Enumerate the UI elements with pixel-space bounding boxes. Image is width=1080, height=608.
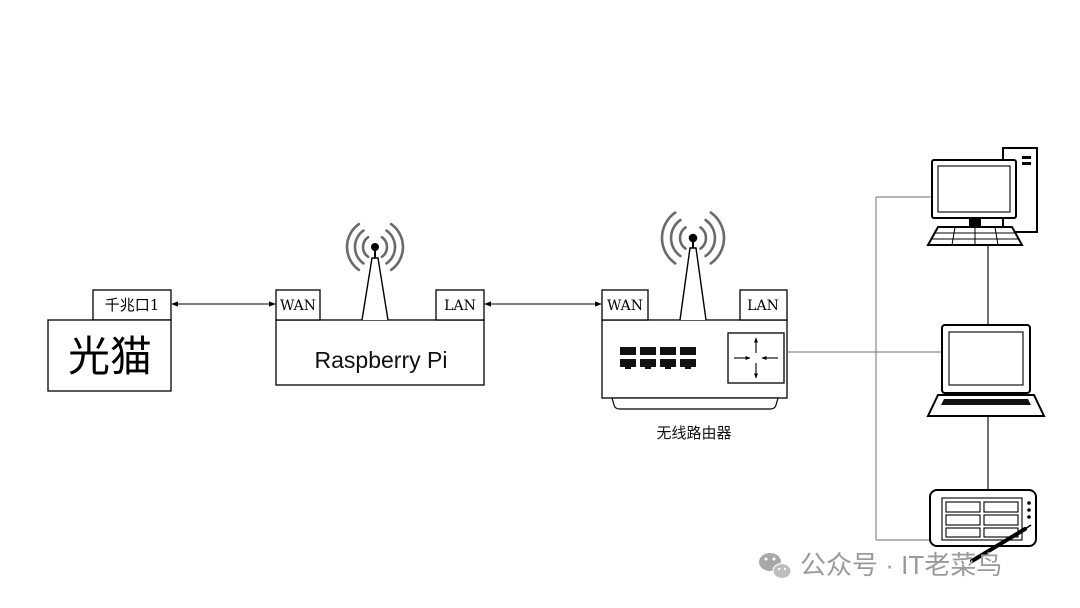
- port-block: [660, 359, 676, 367]
- port-block: [640, 359, 656, 367]
- antenna-tip: [688, 233, 698, 243]
- antenna-icon: [660, 211, 726, 321]
- wireless-router: WAN LAN: [601, 211, 788, 442]
- port-notch: [625, 365, 631, 369]
- tablet-dot: [1027, 501, 1031, 505]
- pi-label: Raspberry Pi: [315, 347, 448, 373]
- signal-arc: [389, 222, 405, 272]
- router-label: 无线路由器: [656, 425, 731, 442]
- tablet-icon: [929, 489, 1037, 563]
- wechat-icon: [759, 553, 792, 580]
- modem-box: [47, 319, 172, 392]
- wechat-bubble-small: [772, 562, 792, 580]
- router-lan-port-box: [739, 289, 788, 321]
- router-wan-port-box: [601, 289, 649, 321]
- monitor-neck: [969, 218, 981, 226]
- watermark: 公众号 · IT老菜鸟: [759, 550, 1002, 580]
- pi-lan-label: LAN: [444, 298, 476, 314]
- keyboard-key: [994, 226, 999, 246]
- tower-slot: [1022, 156, 1031, 159]
- port-block: [660, 347, 676, 355]
- pi-wan-label: WAN: [280, 298, 316, 314]
- wechat-eye: [772, 557, 776, 561]
- tablet-tile: [983, 501, 1019, 513]
- signal-arc: [380, 235, 389, 259]
- port-notch: [665, 365, 671, 369]
- tower-slot: [1022, 162, 1031, 165]
- signal-arc: [678, 226, 687, 250]
- laptop-icon: [926, 324, 1046, 417]
- router-stand: [611, 397, 779, 410]
- monitor-screen: [937, 165, 1011, 213]
- switch-arrows-icon: [727, 332, 785, 384]
- signal-arc: [699, 226, 708, 250]
- keyboard-key: [951, 226, 956, 246]
- pi-wan-port-box: [275, 289, 321, 321]
- tablet-dot: [1027, 508, 1031, 512]
- signal-arc: [353, 229, 365, 265]
- stylus-tip: [1024, 524, 1032, 530]
- watermark-text: 公众号 · IT老菜鸟: [800, 550, 1002, 580]
- modem-label: 光猫: [68, 332, 152, 381]
- modem-port-label: 千兆口1: [105, 296, 160, 314]
- laptop-keyboard: [941, 399, 1031, 405]
- client-links: [787, 196, 989, 541]
- antenna-tip: [371, 243, 379, 251]
- desktop-computer-icon: [926, 147, 1038, 246]
- wechat-eye: [764, 557, 768, 561]
- optical-modem: 千兆口1 光猫: [47, 289, 172, 392]
- port-block: [640, 347, 656, 355]
- signal-arc: [669, 218, 682, 258]
- port-block: [680, 347, 696, 355]
- antenna-icon: [345, 222, 405, 321]
- ethernet-ports-icon: [620, 347, 696, 369]
- pi-box: [275, 319, 485, 386]
- signal-arc: [709, 211, 726, 265]
- tablet-dot: [1027, 515, 1031, 519]
- signal-arc: [385, 229, 397, 265]
- laptop-base: [926, 394, 1046, 417]
- raspberry-pi: WAN LAN Raspberry Pi: [275, 222, 485, 386]
- modem-port-box: [92, 289, 172, 321]
- tablet-tile: [945, 501, 981, 513]
- tablet-tile: [983, 514, 1019, 526]
- signal-arc: [361, 235, 370, 259]
- tablet-tile: [945, 514, 981, 526]
- laptop-screen: [948, 331, 1024, 386]
- signal-arc: [704, 218, 717, 258]
- port-block: [620, 359, 636, 367]
- port-notch: [685, 365, 691, 369]
- signal-arc: [345, 222, 361, 272]
- wechat-eye: [783, 567, 787, 571]
- wechat-eye: [777, 567, 781, 571]
- router-lan-label: LAN: [747, 298, 779, 314]
- pi-lan-port-box: [435, 289, 485, 321]
- router-wan-label: WAN: [607, 298, 643, 314]
- port-block: [680, 359, 696, 367]
- port-notch: [645, 365, 651, 369]
- signal-arc: [660, 211, 677, 265]
- stylus: [970, 527, 1027, 563]
- port-block: [620, 347, 636, 355]
- tablet-tile: [945, 527, 981, 538]
